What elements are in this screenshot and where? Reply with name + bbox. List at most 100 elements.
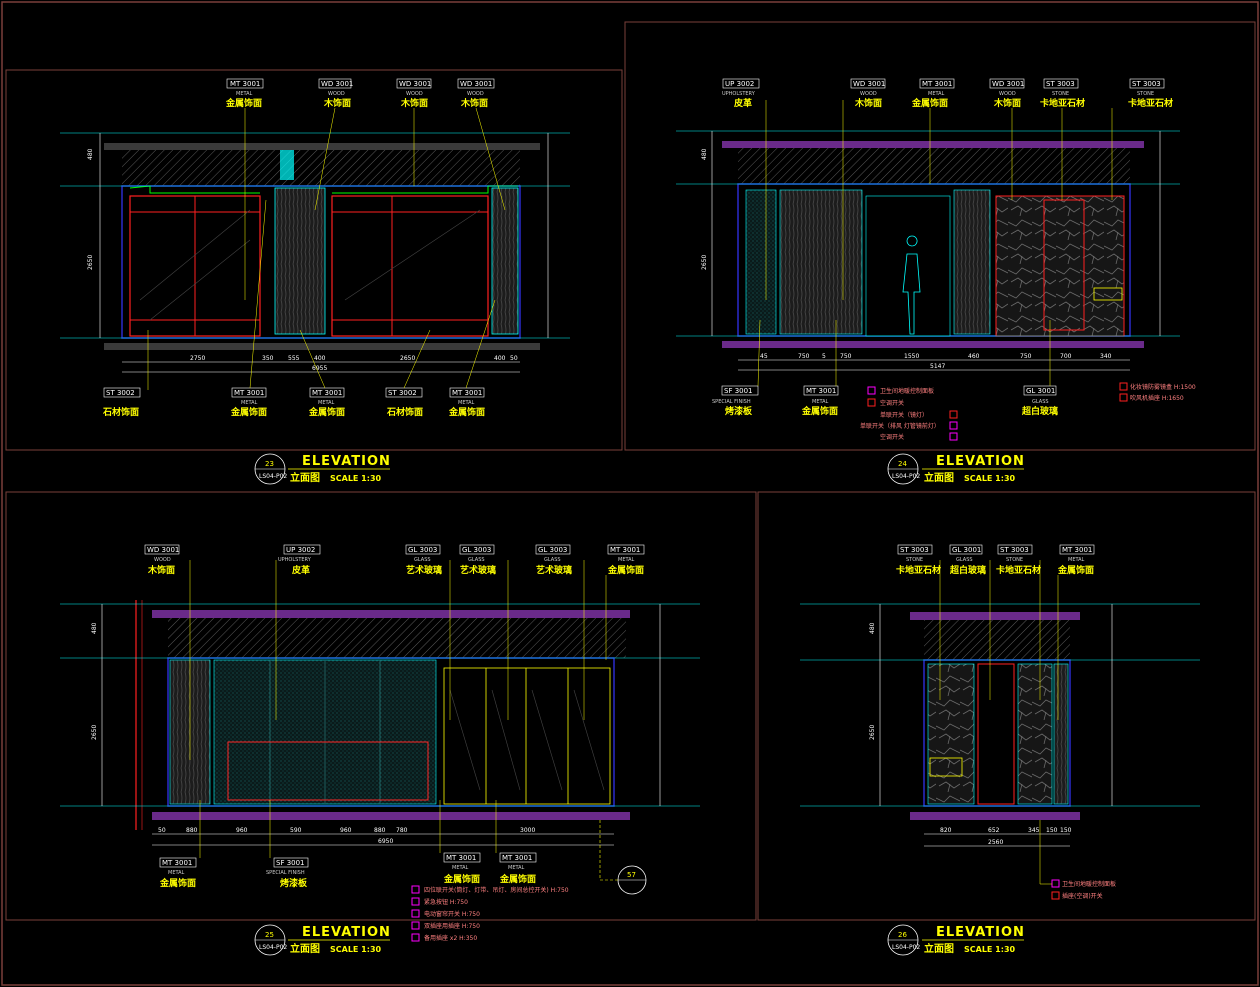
bed [227, 741, 429, 801]
title-en: ELEVATION [302, 925, 391, 940]
tag-code: MT 3001 [610, 546, 640, 554]
title-cn: 立面图 [290, 942, 320, 955]
tag-code: ST 3003 [1046, 80, 1075, 88]
tag-cn: 金属饰面 [448, 406, 485, 418]
tag-en: WOOD [328, 91, 345, 97]
floor-band [722, 341, 1144, 348]
ceiling-band [910, 612, 1080, 620]
dim-2: 750 [798, 353, 810, 360]
tag-code: ST 3003 [1132, 80, 1161, 88]
elevation-23: 2750 350 555 400 2650 400 50 6955 480 26… [60, 78, 570, 485]
tag-code: MT 3001 [162, 859, 192, 867]
title-cn: 立面图 [290, 471, 320, 484]
ref-sheet: LS04-P02 [892, 473, 920, 480]
tag-top-4: GL 3003 GLASS 艺术玻璃 [459, 544, 509, 720]
tag-en: GLASS [956, 557, 973, 563]
panel-frame-24 [624, 21, 1256, 451]
tag-code: GL 3001 [952, 546, 981, 554]
tag-code: UP 3002 [286, 546, 315, 554]
dim-7: 750 [1020, 353, 1032, 360]
tag-cn: 木饰面 [993, 97, 1021, 109]
tag-bottom-5: MT 3001 METAL 金属饰面 [448, 299, 496, 418]
dim-6: 460 [968, 353, 980, 360]
tag-code: MT 3001 [234, 389, 264, 397]
title-block-23: 23 LS04-P02 ELEVATION 立面图 SCALE 1:30 [254, 453, 390, 485]
tag-code: ST 3003 [1000, 546, 1029, 554]
tag-en: METAL [452, 865, 469, 871]
title-en: ELEVATION [936, 925, 1025, 940]
tag-cn: 金属饰面 [911, 97, 948, 109]
tag-en: WOOD [467, 91, 484, 97]
tag-bottom-1: MT 3001 METAL 金属饰面 [159, 800, 201, 889]
legend-text: 双插座用插座 H:750 [424, 922, 480, 930]
height-2: 2650 [91, 725, 98, 740]
tag-en: SPECIAL FINISH [266, 870, 305, 876]
tag-en: METAL [508, 865, 525, 871]
tag-code: GL 3003 [538, 546, 567, 554]
dim-2: 652 [988, 827, 1000, 834]
tag-code: MT 3001 [446, 854, 476, 862]
ceiling-band [104, 143, 540, 150]
tag-top-6: ST 3003 STONE 卡地亚石材 [1111, 78, 1173, 200]
tag-cn: 超白玻璃 [1021, 405, 1058, 417]
tag-top-2: WD 3001 WOOD 木饰面 [842, 78, 885, 300]
floor-band [152, 812, 630, 820]
tag-code: GL 3001 [1026, 387, 1055, 395]
tag-code: MT 3001 [806, 387, 836, 395]
height-2: 2650 [869, 725, 876, 740]
dim-7: 50 [510, 355, 518, 362]
elevation-24: 45 750 5 750 1550 460 750 700 340 5147 4… [676, 78, 1196, 485]
dim-total: 2560 [988, 839, 1003, 846]
legend-swatch [1119, 393, 1128, 402]
ceiling-band [152, 610, 630, 618]
tag-top-3: WD 3001 WOOD 木饰面 [396, 78, 431, 186]
glass-panel [977, 663, 1015, 805]
dim-6: 400 [494, 355, 506, 362]
dim-3: 5 [822, 353, 826, 360]
tag-cn: 烤漆板 [725, 405, 753, 417]
tag-en: METAL [928, 91, 945, 97]
tag-en: UPHOLSTERY [278, 557, 312, 563]
legend-swatch [1051, 879, 1060, 888]
vanity [929, 757, 963, 777]
tag-en: GLASS [468, 557, 485, 563]
switch-legend-24: 卫生间地暖控制面板 空调开关 单联开关（镜灯） 单联开关（排风 灯管镜前灯） 空… [860, 386, 958, 441]
dim-3: 960 [236, 827, 248, 834]
floor-band [910, 812, 1080, 820]
tag-cn: 石材饰面 [386, 406, 423, 418]
tag-top-5: GL 3003 GLASS 艺术玻璃 [535, 544, 585, 720]
dim-9: 340 [1100, 353, 1112, 360]
legend-swatch [949, 410, 958, 419]
dim-4: 590 [290, 827, 302, 834]
tag-cn: 金属饰面 [1057, 564, 1094, 576]
tag-top-4: WD 3001 WOOD 木饰面 [457, 78, 506, 211]
tag-code: MT 3001 [312, 389, 342, 397]
ref-sheet: LS04-P02 [259, 944, 287, 951]
tag-code: WD 3001 [992, 80, 1024, 88]
tag-bottom-3: GL 3001 GLASS 超白玻璃 [1021, 320, 1058, 417]
legend-text: 空调开关 [880, 399, 904, 407]
wood-panel-2 [953, 189, 991, 335]
tag-cn: 艺术玻璃 [460, 564, 496, 576]
tag-en: SPECIAL FINISH [712, 399, 751, 405]
wood-column [274, 187, 326, 335]
tag-cn: 卡地亚石材 [896, 564, 941, 576]
tag-en: METAL [236, 91, 253, 97]
ref-num: 23 [265, 460, 274, 468]
dim-1: 820 [940, 827, 952, 834]
tag-cn: 木饰面 [323, 97, 351, 109]
tag-cn: 石材饰面 [102, 406, 139, 418]
height-1: 480 [91, 622, 98, 634]
ref-num: 25 [265, 931, 274, 939]
tag-cn: 金属饰面 [801, 405, 838, 417]
tag-cn: 木饰面 [147, 564, 175, 576]
dim-7: 780 [396, 827, 408, 834]
title-scale: SCALE 1:30 [330, 474, 382, 483]
tag-cn: 金属饰面 [443, 873, 480, 885]
dim-5: 150 [1060, 827, 1072, 834]
human-figure-icon [902, 235, 921, 335]
tag-top-2: WD 3001 WOOD 木饰面 [314, 78, 353, 211]
legend-text: 卫生间地暖控制面板 [1062, 880, 1116, 888]
tag-code: WD 3001 [399, 80, 431, 88]
